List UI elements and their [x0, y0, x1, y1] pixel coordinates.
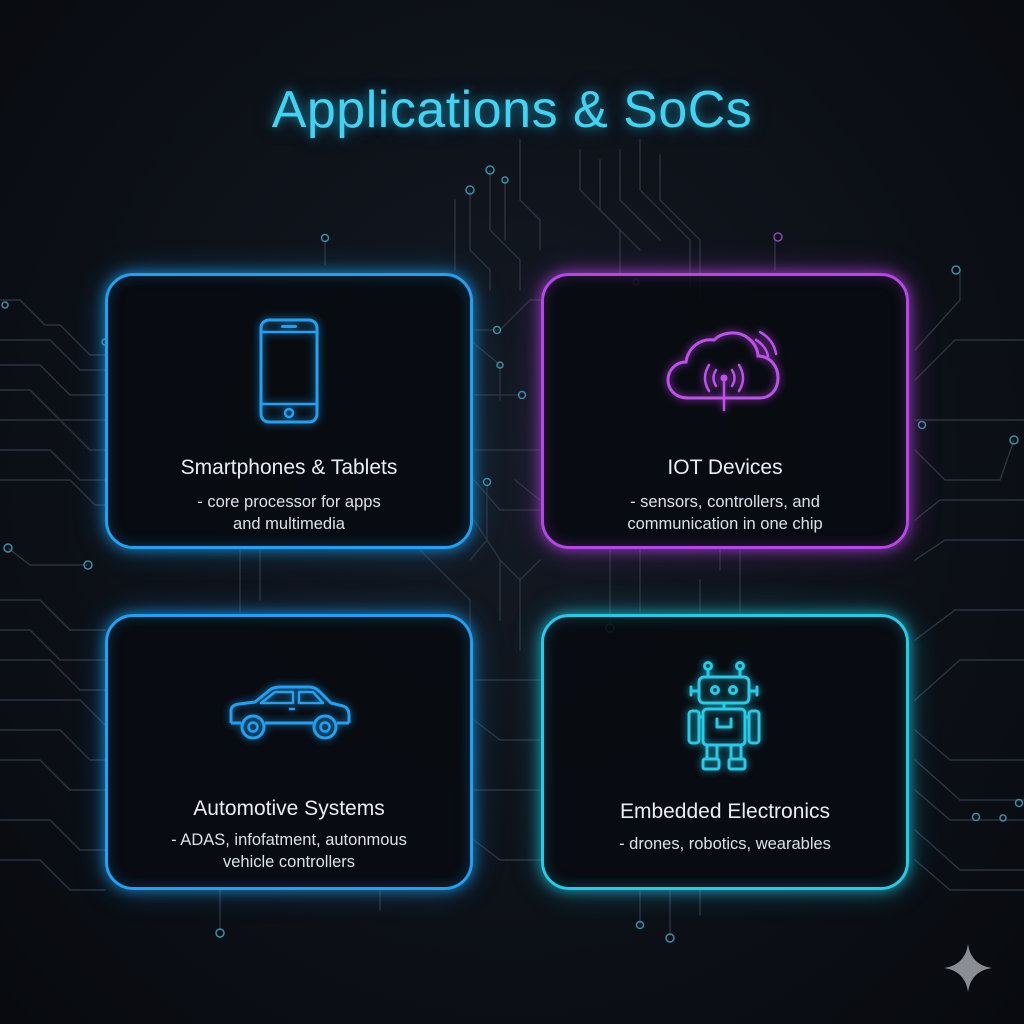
car-icon	[108, 685, 470, 743]
card-embedded-electronics[interactable]: Embedded Electronics - drones, robotics,…	[541, 614, 909, 890]
card-description: - ADAS, infofatment, autonmous vehicle c…	[171, 831, 407, 871]
card-automotive-systems[interactable]: Automotive Systems - ADAS, infofatment, …	[105, 614, 473, 890]
card-title: IOT Devices	[667, 456, 783, 479]
sparkle-icon	[944, 944, 992, 992]
card-description: - core processor for apps and multimedia	[197, 493, 381, 533]
card-title: Automotive Systems	[193, 797, 385, 820]
card-title: Smartphones & Tablets	[180, 456, 398, 479]
card-iot-devices[interactable]: IOT Devices - sensors, controllers, and …	[541, 273, 909, 549]
card-description: - sensors, controllers, and communicatio…	[627, 493, 823, 533]
card-title: Embedded Electronics	[619, 800, 831, 823]
card-smartphones-tablets[interactable]: Smartphones & Tablets - core processor f…	[105, 273, 473, 549]
page-title: Applications & SoCs	[271, 81, 753, 139]
cloud-antenna-icon	[544, 328, 906, 414]
smartphone-icon	[108, 318, 470, 424]
robot-icon	[544, 661, 906, 775]
card-description: - drones, robotics, wearables	[619, 835, 831, 853]
